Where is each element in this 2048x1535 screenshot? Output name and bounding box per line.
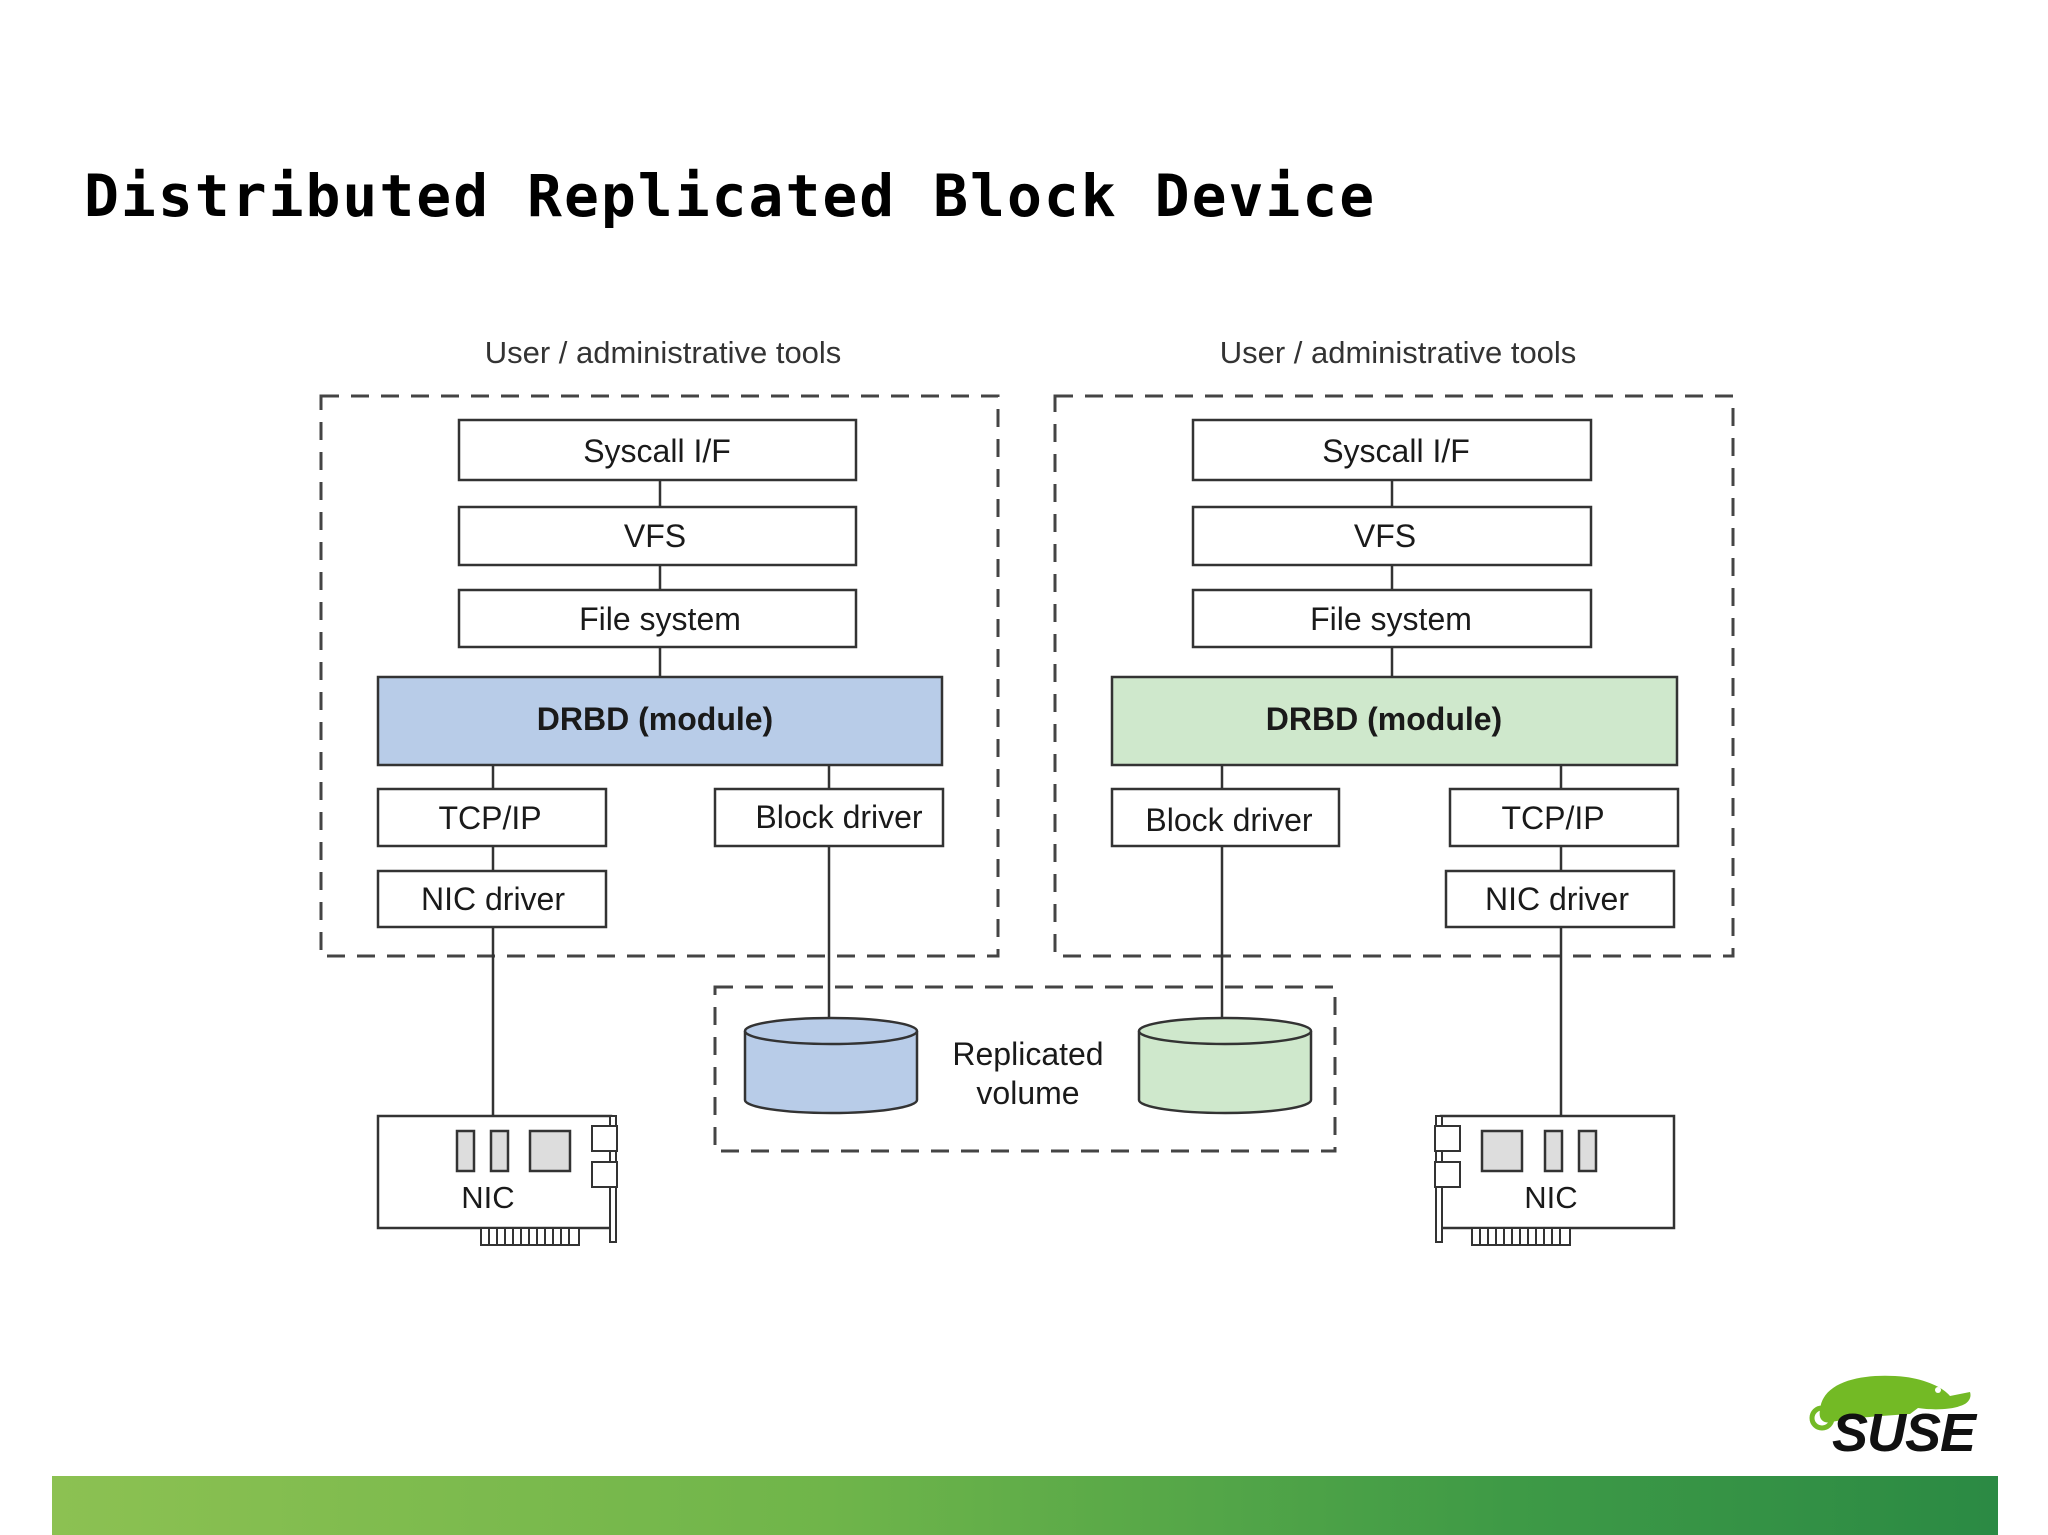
chameleon-icon [1819,1375,1971,1423]
left-nic-chip-3 [528,1129,572,1173]
suse-chameleon-logo [1809,1375,1971,1431]
right-nic-label: NIC [1524,1180,1577,1215]
right-nicdriver-label: NIC driver [1485,881,1629,917]
left-blockdriver-label: Block driver [755,799,923,835]
left-vfs-label: VFS [624,518,686,554]
right-blockdriver-box [1110,787,1341,848]
left-nicdriver-box [376,869,608,929]
right-connectors [1220,480,1563,1116]
right-syscall-label: Syscall I/F [1322,433,1470,469]
left-node-boundary [319,394,1000,958]
replicated-volume-label-line2: volume [976,1075,1079,1111]
replicated-volume-label-line1: Replicated [952,1036,1103,1072]
right-vfs-label: VFS [1354,518,1416,554]
right-filesystem-box [1191,588,1593,649]
left-nic-chip-1 [455,1129,476,1173]
left-filesystem-box [457,588,858,649]
right-nic-chip-2 [1543,1129,1564,1173]
left-disk-cylinder [743,1016,919,1115]
right-disk-cylinder [1137,1016,1313,1115]
slide-title: Distributed Replicated Block Device [84,162,1377,230]
right-blockdriver-label: Block driver [1145,802,1313,838]
suse-logo-wordmark: SUSE [1832,1403,1976,1463]
right-syscall-box [1191,418,1593,482]
left-vfs-box [457,505,858,567]
right-nic-port-1 [1434,1125,1461,1152]
left-filesystem-label: File system [579,601,741,637]
right-drbd-box [1110,675,1679,767]
left-tcpip-label: TCP/IP [438,800,541,836]
left-blockdriver-box [713,787,945,848]
replicated-volume-boundary [713,985,1337,1153]
right-node-boundary [1053,394,1735,958]
left-tools-label: User / administrative tools [485,335,842,370]
right-nicdriver-box [1444,869,1676,929]
right-tcpip-label: TCP/IP [1501,800,1604,836]
left-tcpip-box [376,787,608,848]
left-drbd-box [376,675,944,767]
right-nic-port-2 [1434,1161,1461,1188]
right-filesystem-label: File system [1310,601,1472,637]
left-nic-chip-2 [489,1129,510,1173]
right-drbd-label: DRBD (module) [1266,701,1502,737]
left-nicdriver-label: NIC driver [421,881,565,917]
left-connectors [491,480,831,1116]
right-nic-chip-1 [1480,1129,1524,1173]
left-nic-label: NIC [461,1180,514,1215]
right-tools-label: User / administrative tools [1220,335,1577,370]
right-tcpip-box [1448,787,1680,848]
left-nic-port-1 [591,1125,618,1152]
left-nic-card: NIC [376,1114,618,1246]
left-drbd-label: DRBD (module) [537,701,773,737]
left-syscall-box [457,418,858,482]
right-vfs-box [1191,505,1593,567]
right-nic-chip-3 [1577,1129,1598,1173]
left-syscall-label: Syscall I/F [583,433,731,469]
left-nic-port-2 [591,1161,618,1188]
footer-green-band [52,1476,1998,1535]
right-nic-card: NIC [1434,1114,1676,1246]
